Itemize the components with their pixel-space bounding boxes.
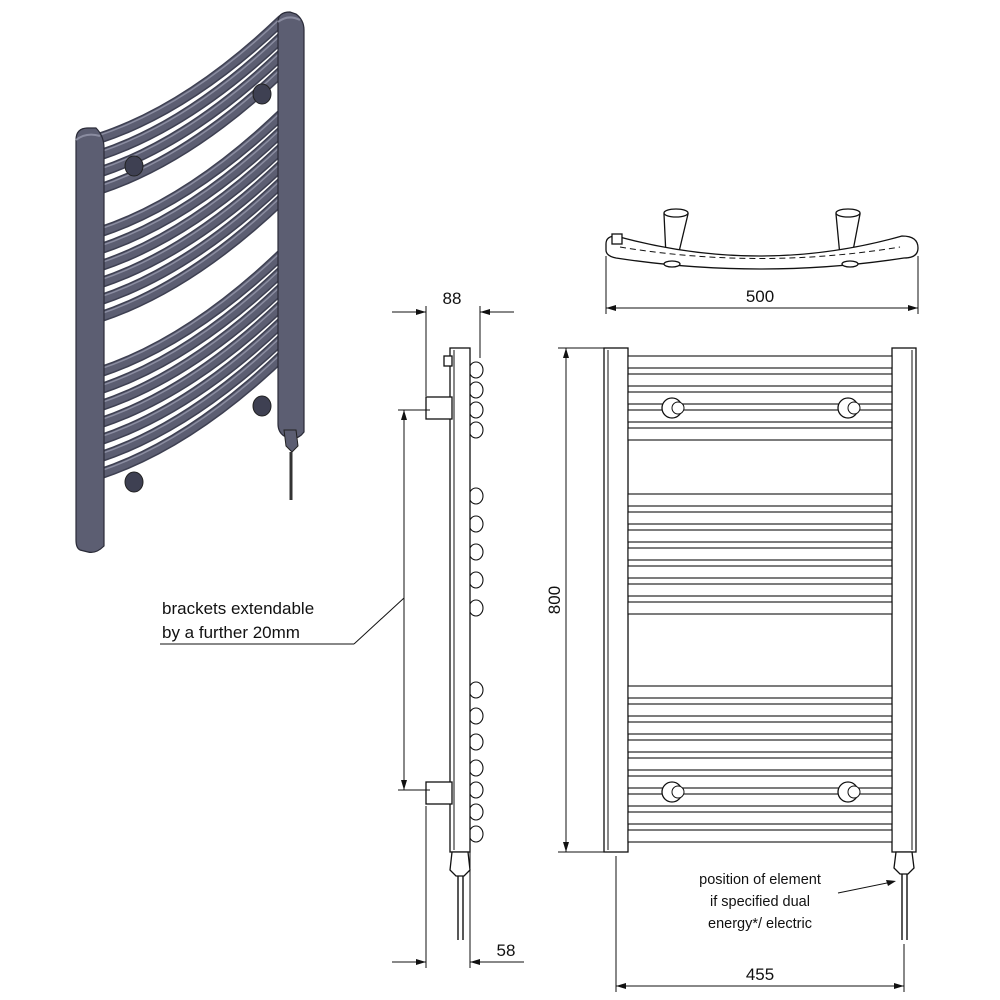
iso-bracket — [124, 471, 144, 493]
side-rail-end — [468, 421, 484, 439]
front-rail — [627, 739, 893, 753]
front-bracket-cap — [671, 785, 685, 799]
element-note: position of element if specified dual en… — [699, 872, 896, 932]
element-note-line2: if specified dual — [710, 894, 810, 910]
side-rail-end — [468, 487, 484, 505]
front-bracket-cap — [847, 785, 861, 799]
front-rail — [627, 775, 893, 789]
front-rail — [627, 685, 893, 699]
front-rail — [627, 829, 893, 843]
dimension-side-depth: 88 — [443, 289, 462, 308]
side-rail-end — [468, 825, 484, 843]
front-rail — [627, 427, 893, 441]
iso-bracket — [124, 155, 144, 177]
front-rail — [627, 601, 893, 615]
front-heating-element — [893, 851, 915, 875]
side-view: 88 58 — [392, 289, 524, 968]
side-heating-element — [449, 851, 471, 877]
side-rail-end — [468, 361, 484, 379]
side-bracket-bottom — [425, 781, 453, 805]
side-rail-end — [468, 515, 484, 533]
iso-bracket — [252, 83, 272, 105]
top-rail-profile — [605, 235, 919, 270]
iso-left-upright — [75, 127, 105, 553]
front-rails — [627, 355, 893, 843]
side-rail-end — [468, 381, 484, 399]
front-rail — [627, 529, 893, 543]
dimension-wall-gap: 58 — [497, 941, 516, 960]
dimension-top-width: 500 — [746, 287, 774, 306]
side-rail-end — [468, 543, 484, 561]
side-rail-end — [468, 759, 484, 777]
side-rail-end — [468, 401, 484, 419]
front-rail — [627, 703, 893, 717]
side-rail-end — [468, 599, 484, 617]
front-rail — [627, 721, 893, 735]
front-rail — [627, 493, 893, 507]
front-rail — [627, 583, 893, 597]
side-rail-bumps — [468, 361, 484, 843]
front-rail — [627, 811, 893, 825]
top-view: 500 — [605, 208, 919, 314]
side-rail-end — [468, 707, 484, 725]
front-view: 800 455 — [545, 347, 917, 992]
side-upright — [449, 347, 471, 853]
front-rail — [627, 511, 893, 525]
element-note-line1: position of element — [699, 872, 821, 888]
iso-bracket — [252, 395, 272, 417]
front-rail — [627, 391, 893, 405]
isometric-render — [75, 11, 305, 553]
front-rail — [627, 409, 893, 423]
dimension-front-height: 800 — [545, 586, 564, 614]
iso-right-upright — [277, 11, 305, 439]
dimension-front-centres: 455 — [746, 965, 774, 984]
front-brackets — [661, 397, 861, 803]
iso-heating-element — [283, 429, 299, 453]
bracket-note: brackets extendable by a further 20mm — [160, 597, 405, 645]
side-rail-end — [468, 571, 484, 589]
front-rail — [627, 547, 893, 561]
front-rail — [627, 355, 893, 369]
side-rail-end — [468, 803, 484, 821]
bracket-note-line2: by a further 20mm — [162, 623, 300, 642]
side-bracket-top — [425, 396, 453, 420]
front-bracket-cap — [847, 401, 861, 415]
side-rail-end — [468, 681, 484, 699]
side-rail-end — [468, 781, 484, 799]
front-rail — [627, 373, 893, 387]
element-note-line3: energy*/ electric — [708, 916, 812, 932]
iso-rails — [94, 14, 288, 480]
front-rail — [627, 793, 893, 807]
front-rail — [627, 565, 893, 579]
front-rail — [627, 757, 893, 771]
side-rail-end — [468, 733, 484, 751]
bracket-note-line1: brackets extendable — [162, 599, 314, 618]
front-bracket-cap — [671, 401, 685, 415]
